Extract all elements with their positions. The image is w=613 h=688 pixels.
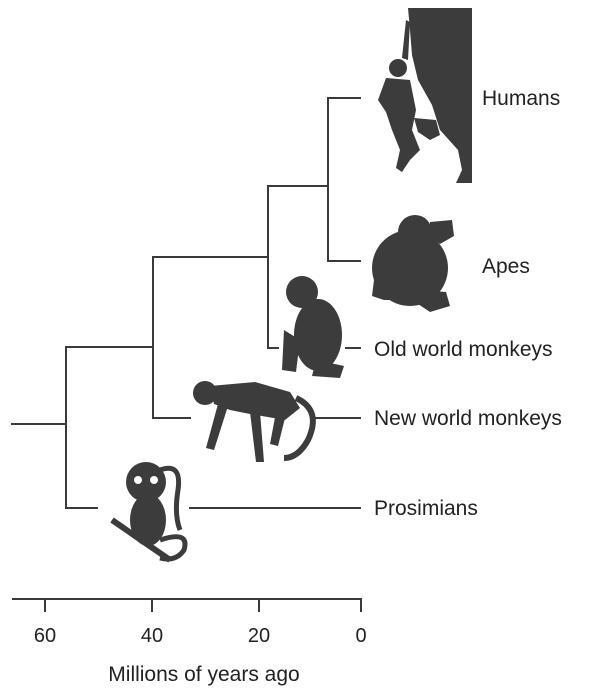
label-humans: Humans: [482, 87, 560, 110]
ape-icon: [372, 215, 454, 312]
time-axis: 60 40 20 0 Millions of years ago: [12, 599, 367, 686]
prosimian-icon: [112, 462, 185, 560]
axis-title: Millions of years ago: [108, 663, 299, 686]
label-new-world-monkeys: New world monkeys: [374, 407, 562, 430]
label-old-world-monkeys: Old world monkeys: [374, 338, 553, 361]
label-prosimians: Prosimians: [374, 497, 478, 520]
tick-label-60: 60: [34, 625, 56, 647]
tick-label-0: 0: [355, 625, 366, 647]
label-apes: Apes: [482, 255, 530, 278]
new-world-monkey-icon: [193, 381, 313, 462]
old-world-monkey-icon: [282, 276, 344, 378]
tick-label-20: 20: [248, 625, 270, 647]
human-climber-icon: [378, 8, 472, 183]
tick-label-40: 40: [141, 625, 163, 647]
